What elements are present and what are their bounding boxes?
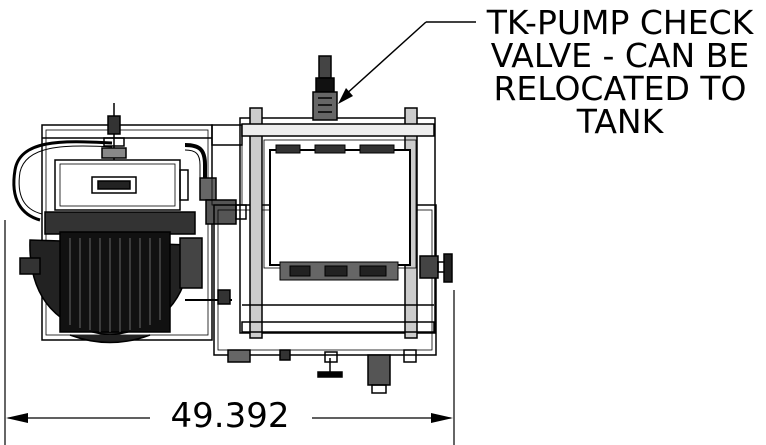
control-box [54, 159, 189, 211]
bottom-fittings [317, 354, 391, 394]
right-valve [419, 253, 453, 283]
tk-pump-check-valve [312, 55, 338, 121]
callout-line-3: RELOCATED TO [493, 69, 747, 108]
dimension-line [6, 413, 453, 423]
pump-motor [19, 211, 203, 344]
callout-label: TK-PUMP CHECK VALVE - CAN BE RELOCATED T… [476, 6, 764, 138]
callout-line-4: TANK [576, 102, 664, 141]
callout-line-1: TK-PUMP CHECK [486, 3, 754, 42]
dimension-value: 49.392 [150, 396, 310, 436]
left-hose [12, 140, 113, 222]
left-top-fitting [101, 103, 127, 160]
right-frame [213, 107, 437, 363]
callout-leader [338, 21, 476, 104]
dimension-extension-lines [4, 220, 455, 445]
callout-line-2: VALVE - CAN BE [490, 36, 750, 75]
